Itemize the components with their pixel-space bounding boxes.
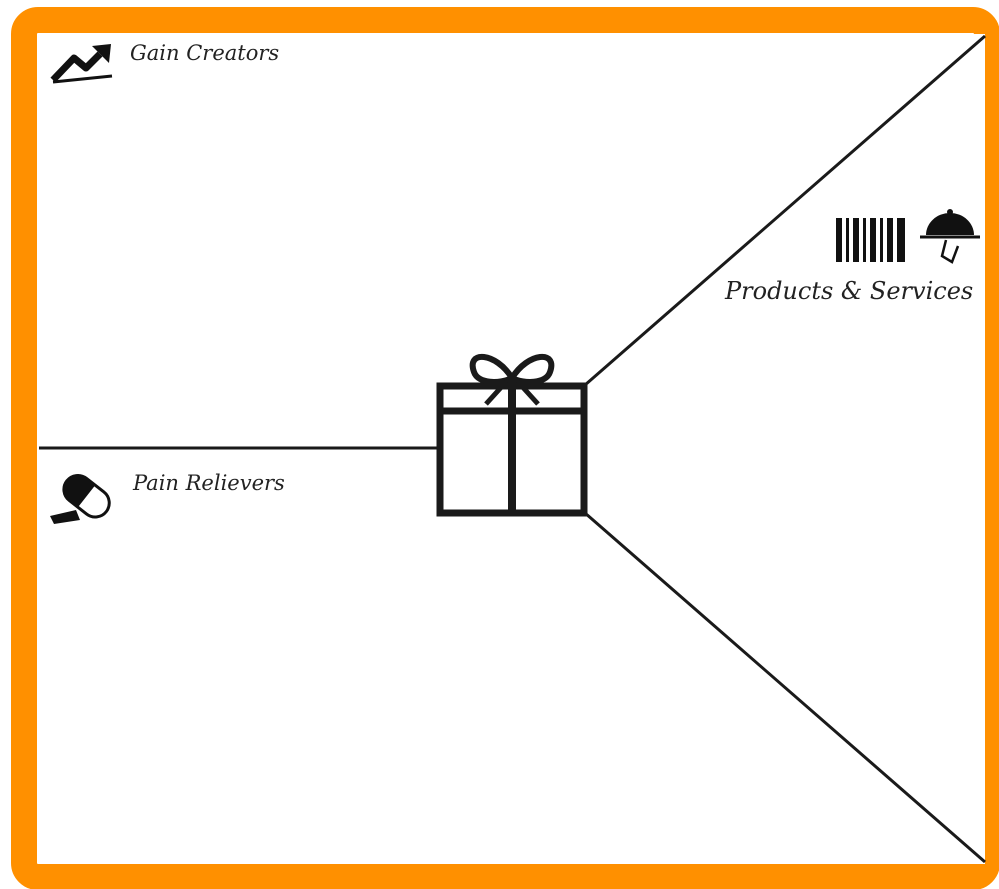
pain-relievers-label: Pain Relievers	[133, 471, 285, 495]
divider-lower-diagonal-line	[584, 511, 986, 864]
gift-box-icon	[436, 354, 588, 517]
divider-upper-diagonal-line	[584, 34, 986, 387]
serving-cloche-icon	[920, 209, 980, 264]
barcode-icon	[836, 218, 905, 262]
rising-trend-arrow-icon	[50, 44, 113, 84]
gain-creators-label: Gain Creators	[130, 41, 280, 65]
products-services-label: Products & Services	[725, 277, 974, 305]
pill-capsule-icon	[50, 473, 111, 524]
